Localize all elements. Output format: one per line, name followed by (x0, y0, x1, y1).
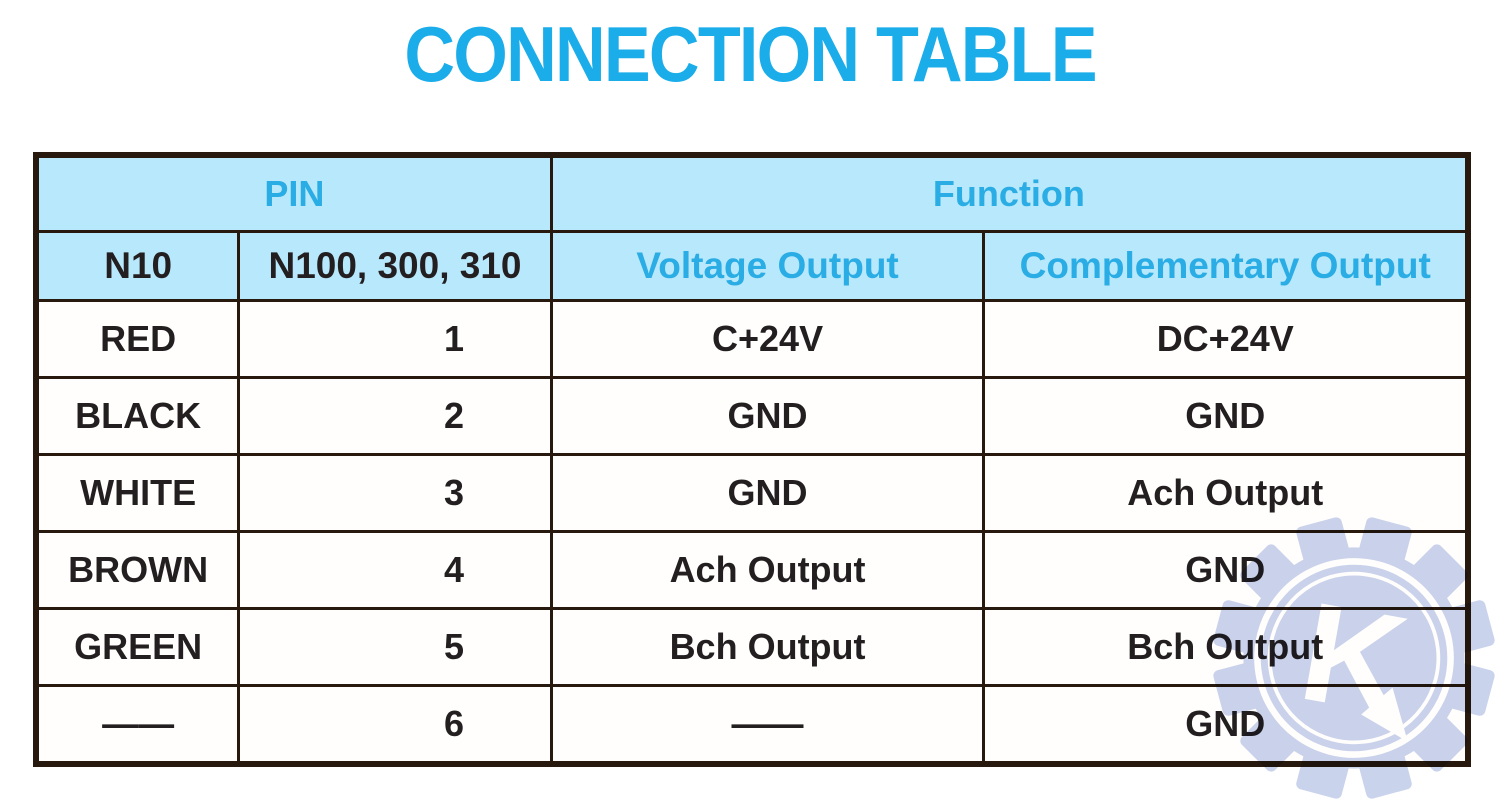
n100-column-header: N100, 300, 310 (237, 230, 553, 302)
voltage-output-cell: GND (549, 453, 986, 533)
group-header-row: PIN Function (34, 153, 1470, 233)
complementary-output-cell: GND (982, 530, 1470, 610)
wire-color-cell: —— (34, 684, 241, 766)
voltage-output-cell: GND (549, 376, 986, 456)
pin-number-cell: 4 (237, 530, 553, 610)
table-row: RED 1 C+24V DC+24V (34, 299, 1470, 379)
complementary-output-cell: DC+24V (982, 299, 1470, 379)
complementary-output-cell: Bch Output (982, 607, 1470, 687)
complementary-output-cell: GND (982, 684, 1470, 766)
page-title-text: CONNECTION TABLE (404, 10, 1097, 98)
pin-number-cell: 6 (237, 684, 553, 766)
wire-color-cell: BROWN (34, 530, 241, 610)
voltage-output-cell: Ach Output (549, 530, 986, 610)
voltage-output-cell: C+24V (549, 299, 986, 379)
complementary-output-cell: GND (982, 376, 1470, 456)
complementary-output-cell: Ach Output (982, 453, 1470, 533)
voltage-output-column-header: Voltage Output (549, 230, 986, 302)
table-row: —— 6 —— GND (34, 684, 1470, 766)
wire-color-cell: WHITE (34, 453, 241, 533)
pin-number-cell: 5 (237, 607, 553, 687)
table-row: BLACK 2 GND GND (34, 376, 1470, 456)
function-group-header: Function (549, 153, 1470, 233)
sub-header-row: N10 N100, 300, 310 Voltage Output Comple… (34, 230, 1470, 302)
connection-table: PIN Function N10 N100, 300, 310 Voltage … (33, 152, 1471, 767)
page-title: CONNECTION TABLE (0, 10, 1500, 98)
n10-column-header: N10 (34, 230, 241, 302)
pin-number-cell: 1 (237, 299, 553, 379)
wire-color-cell: RED (34, 299, 241, 379)
wire-color-cell: BLACK (34, 376, 241, 456)
pin-group-header: PIN (34, 153, 553, 233)
table-row: WHITE 3 GND Ach Output (34, 453, 1470, 533)
voltage-output-cell: —— (549, 684, 986, 766)
pin-number-cell: 2 (237, 376, 553, 456)
pin-number-cell: 3 (237, 453, 553, 533)
complementary-output-column-header: Complementary Output (982, 230, 1470, 302)
table-row: GREEN 5 Bch Output Bch Output (34, 607, 1470, 687)
wire-color-cell: GREEN (34, 607, 241, 687)
voltage-output-cell: Bch Output (549, 607, 986, 687)
table-row: BROWN 4 Ach Output GND (34, 530, 1470, 610)
